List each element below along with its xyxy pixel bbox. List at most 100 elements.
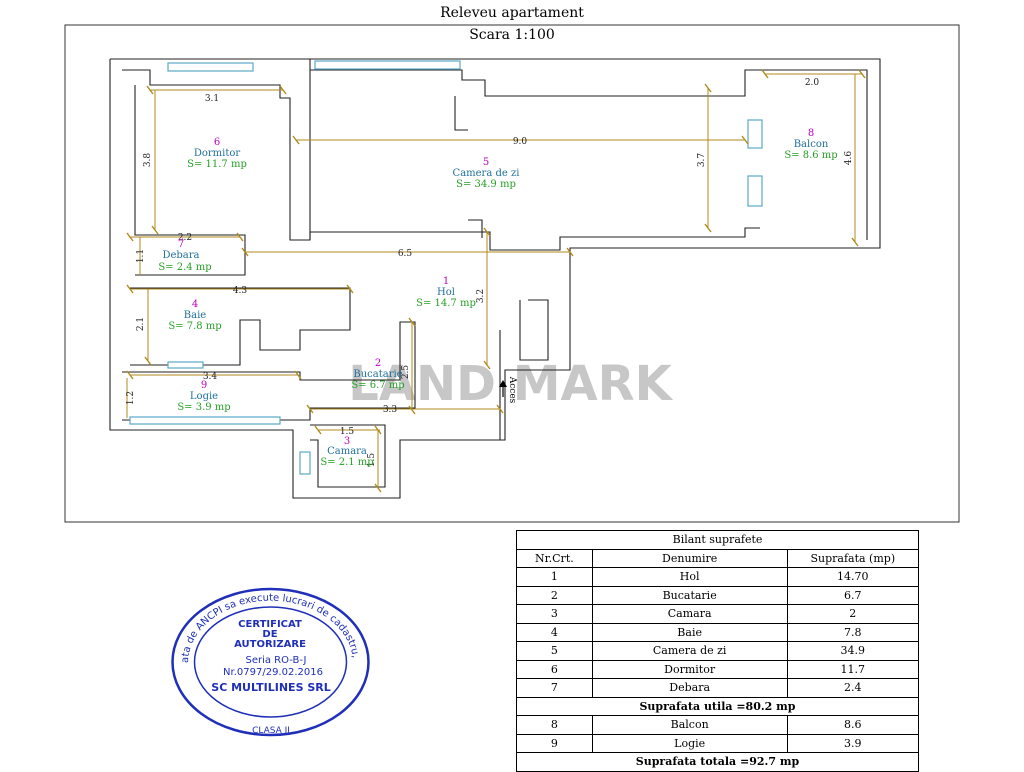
window	[299, 451, 311, 475]
page-title: Releveu apartament	[440, 5, 584, 21]
table-header: Nr.Crt.	[516, 548, 593, 568]
stamp-line: CERTIFICAT	[238, 619, 302, 630]
svg-text:9: 9	[201, 380, 207, 391]
wall-living-top	[310, 69, 868, 240]
room-label-debara: 7 Debara S= 2.4 mp	[158, 239, 211, 273]
svg-text:8: 8	[808, 128, 814, 139]
room-label-camara: 3 Camara S= 2.1 mp	[320, 436, 373, 468]
access-arrow-icon	[499, 380, 507, 397]
room-label-hol: 1 Hol S= 14.7 mp	[416, 276, 476, 309]
svg-text:Dormitor: Dormitor	[194, 148, 241, 159]
svg-text:S= 2.1 mp: S= 2.1 mp	[320, 457, 373, 468]
window	[747, 119, 763, 149]
dim-label: 6.5	[398, 249, 413, 259]
room-label-logie: 9 Logie S= 3.9 mp	[177, 380, 230, 413]
window	[314, 60, 461, 70]
svg-text:Balcon: Balcon	[794, 139, 829, 150]
dim-label: 9.0	[513, 137, 528, 147]
svg-text:S= 6.7 mp: S= 6.7 mp	[351, 380, 404, 391]
svg-text:3: 3	[344, 436, 350, 447]
stamp-number: Nr.0797/29.02.2016	[223, 667, 323, 678]
dim-label: 3.3	[383, 405, 398, 415]
area-table: Bilant suprafete Nr.Crt. Denumire Supraf…	[516, 530, 920, 772]
dim-label: 2.1	[136, 317, 146, 331]
scale-label: Scara 1:100	[469, 27, 555, 43]
dim-label: 1.1	[136, 249, 146, 263]
svg-text:S= 7.8 mp: S= 7.8 mp	[168, 321, 221, 332]
window	[747, 175, 763, 207]
svg-text:Debara: Debara	[162, 250, 199, 261]
dimension-ticks	[126, 69, 866, 493]
dim-label: 1.5	[367, 453, 377, 468]
authorization-stamp: Persoana fizica autorizata de ANCPI sa e…	[168, 585, 370, 737]
svg-text:Camara: Camara	[327, 446, 367, 457]
dimension-lines	[126, 73, 862, 488]
wall-pillar-2	[468, 219, 483, 238]
watermark: LAND MARK	[348, 356, 673, 412]
svg-text:6: 6	[214, 137, 220, 148]
svg-text:S= 34.9 mp: S= 34.9 mp	[456, 179, 516, 190]
table-caption: Bilant suprafete	[516, 530, 919, 550]
svg-text:Bucatarie: Bucatarie	[353, 369, 402, 380]
table-subtotal-row: Suprafata utila =80.2 mp	[516, 696, 919, 716]
stamp-company: SC MULTILINES SRL	[211, 681, 330, 694]
table-total-row: Suprafata totala =92.7 mp	[516, 752, 919, 772]
window	[167, 62, 254, 72]
wall-hol-right	[519, 299, 549, 361]
dim-label: 1.5	[340, 427, 355, 437]
dim-label: 4.6	[844, 151, 854, 166]
svg-text:Logie: Logie	[190, 391, 218, 402]
wall-camara	[310, 424, 386, 488]
plan-frame	[64, 24, 960, 523]
outer-wall	[109, 58, 881, 499]
stamp-class: CLASA II	[252, 726, 290, 736]
wall-baie	[130, 287, 351, 366]
access-label: Acces	[507, 376, 517, 404]
svg-text:Hol: Hol	[437, 287, 455, 298]
floor-plan: LAND MARK	[64, 24, 960, 523]
dim-label: 4.3	[233, 286, 248, 296]
room-label-bucatarie: 2 Bucatarie S= 6.7 mp	[351, 358, 404, 391]
dim-label: 1.2	[126, 391, 136, 405]
svg-text:5: 5	[483, 157, 489, 168]
window	[167, 361, 204, 369]
room-label-baie: 4 Baie S= 7.8 mp	[168, 299, 221, 332]
dim-label: 3.7	[697, 153, 707, 168]
table-header: Suprafata (mp)	[786, 548, 920, 568]
dim-label: 3.4	[203, 372, 218, 382]
svg-text:1: 1	[443, 276, 449, 287]
wall-logie	[122, 321, 416, 421]
stamp-line: AUTORIZARE	[234, 639, 306, 650]
svg-text:2: 2	[375, 358, 381, 369]
svg-text:S= 2.4 mp: S= 2.4 mp	[158, 262, 211, 273]
wall-pillar-1	[454, 96, 468, 131]
room-label-camera-de-zi: 5 Camera de zi S= 34.9 mp	[453, 157, 520, 190]
wall-dormitor	[134, 85, 246, 276]
room-label-balcon: 8 Balcon S= 8.6 mp	[784, 128, 837, 161]
table-header: Denumire	[591, 548, 788, 568]
dim-label: 3.1	[205, 94, 219, 104]
dim-label: 2.0	[805, 78, 820, 88]
wall-inner-top	[122, 59, 311, 241]
window	[129, 416, 281, 425]
stamp-line: DE	[262, 629, 277, 640]
svg-text:S= 8.6 mp: S= 8.6 mp	[784, 150, 837, 161]
wall-living-bottom	[309, 227, 760, 251]
svg-text:S= 3.9 mp: S= 3.9 mp	[177, 402, 230, 413]
dim-label: 2.5	[401, 365, 411, 380]
svg-text:Baie: Baie	[184, 310, 207, 321]
svg-text:Camera de zi: Camera de zi	[453, 168, 520, 179]
dim-label: 3.2	[476, 289, 486, 303]
dim-label: 2.2	[178, 233, 192, 243]
svg-text:S= 11.7 mp: S= 11.7 mp	[187, 159, 247, 170]
svg-text:S= 14.7 mp: S= 14.7 mp	[416, 298, 476, 309]
